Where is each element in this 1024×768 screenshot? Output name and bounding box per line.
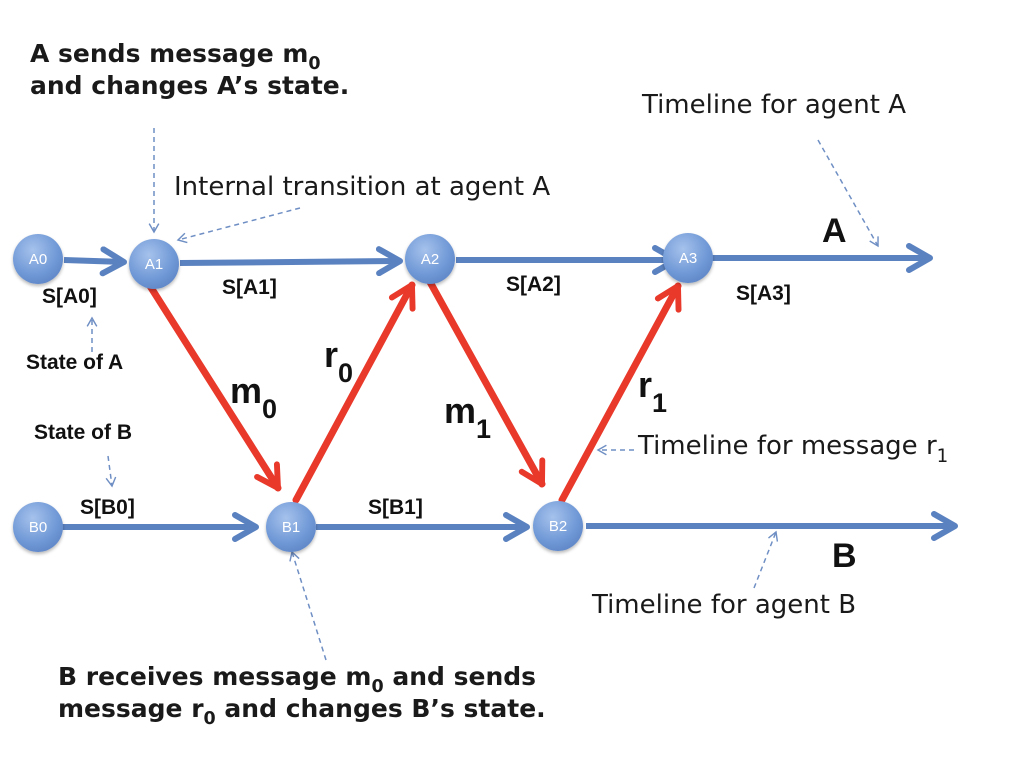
annotation-a-sends-subscript: 0	[308, 54, 321, 75]
annotation-b-receives: B receives message m0 and sends message …	[58, 661, 546, 728]
pointer-timeline-agent-b	[753, 530, 779, 589]
message-label-r1: r1	[638, 364, 667, 416]
annotation-state-of-b: State of B	[34, 421, 133, 444]
node-a0: A0	[13, 234, 63, 284]
annotation-b-receives-text4: and changes B’s state.	[215, 694, 546, 723]
node-a1-label: A1	[144, 255, 164, 273]
state-label-a3: S[A3]	[736, 282, 791, 305]
annotation-a-sends: A sends message m0 and changes A’s state…	[30, 38, 349, 102]
node-b1-label: B1	[281, 518, 301, 536]
pointer-state-of-b	[105, 455, 117, 488]
annotation-b-receives-text2: and sends	[383, 662, 537, 691]
timeline-label-a: A	[822, 212, 847, 250]
annotation-b-receives-line1: B receives message m0 and sends	[58, 661, 546, 696]
annotation-b-receives-subscript1: 0	[371, 677, 384, 698]
state-label-a2: S[A2]	[506, 273, 561, 296]
state-label-b1: S[B1]	[368, 496, 423, 519]
node-a2-label: A2	[420, 250, 440, 268]
message-label-m0: m0	[230, 370, 277, 422]
node-b2-label: B2	[548, 517, 568, 535]
message-label-m0-letter: m	[230, 370, 263, 411]
message-label-r0-letter: r	[324, 334, 339, 375]
message-label-r0: r0	[324, 334, 353, 386]
annotation-internal-transition: Internal transition at agent A	[174, 172, 551, 202]
message-label-m0-subscript: 0	[262, 393, 278, 424]
state-label-b0: S[B0]	[80, 496, 135, 519]
timeline-label-b: B	[832, 537, 857, 575]
message-arrow-m1	[426, 278, 546, 488]
timeline-a-segment-a0-a1	[63, 246, 127, 277]
message-label-m1-letter: m	[444, 390, 477, 431]
annotation-timeline-agent-a: Timeline for agent A	[642, 90, 906, 120]
annotation-timeline-message-r1: Timeline for message r1	[638, 430, 948, 465]
annotation-a-sends-text: A sends message m	[30, 39, 309, 68]
state-label-a0: S[A0]	[42, 285, 97, 308]
state-label-a1: S[A1]	[222, 276, 277, 299]
node-a3-label: A3	[678, 249, 698, 267]
node-a0-label: A0	[28, 250, 48, 268]
message-label-r0-subscript: 0	[338, 357, 354, 388]
message-arrow-r1	[558, 282, 682, 504]
pointer-internal-transition	[176, 207, 301, 244]
annotation-timeline-message-r1-text: Timeline for message r	[638, 431, 937, 461]
annotation-state-of-a: State of A	[26, 351, 124, 374]
node-a1: A1	[129, 239, 179, 289]
message-label-m1: m1	[444, 390, 491, 442]
annotation-a-sends-line1: A sends message m0	[30, 38, 349, 73]
message-label-m1-subscript: 1	[476, 413, 492, 444]
node-b0-label: B0	[28, 518, 48, 536]
annotation-b-receives-line2: message r0 and changes B’s state.	[58, 693, 546, 728]
annotation-b-receives-subscript2: 0	[203, 709, 216, 730]
timeline-a-segment-a1-a2	[179, 246, 403, 277]
pointer-timeline-agent-a	[817, 139, 879, 248]
node-b1: B1	[266, 502, 316, 552]
node-b2: B2	[533, 501, 583, 551]
pointer-b-receives	[289, 550, 327, 661]
node-a3: A3	[663, 233, 713, 283]
message-label-r1-letter: r	[638, 364, 653, 405]
annotation-timeline-agent-b: Timeline for agent B	[592, 590, 857, 620]
node-a2: A2	[405, 234, 455, 284]
message-arrow-m0	[146, 282, 282, 492]
annotation-a-sends-line2: and changes A’s state.	[30, 71, 350, 100]
annotation-timeline-message-r1-subscript: 1	[936, 445, 949, 467]
message-label-r1-subscript: 1	[652, 387, 668, 418]
annotation-b-receives-text3: message r	[58, 694, 204, 723]
annotation-b-receives-text1: B receives message m	[58, 662, 372, 691]
message-arrow-r0	[292, 281, 416, 504]
node-b0: B0	[13, 502, 63, 552]
